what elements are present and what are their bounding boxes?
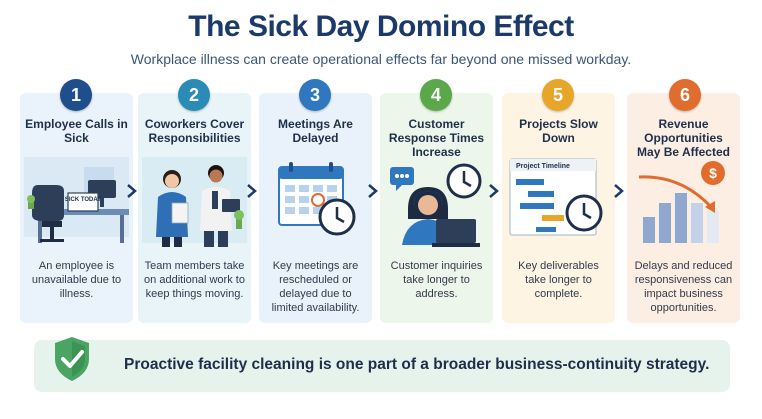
arrow-right-icon <box>127 184 137 198</box>
step-card-6: Revenue Opportunities May Be Affected $ … <box>627 93 740 323</box>
step-number-badge-5: 5 <box>542 79 574 111</box>
step-title: Meetings Are Delayed <box>278 117 353 145</box>
coworkers-illustration <box>142 157 247 247</box>
step-description: Customer inquiries take longer to addres… <box>390 260 483 300</box>
step-card-5: Projects Slow Down Project Timeline Key … <box>502 93 615 323</box>
step-number-badge-4: 4 <box>420 79 452 111</box>
step-title: Coworkers Cover Responsibilities <box>144 117 245 145</box>
declining-revenue-illustration: $ <box>638 161 725 243</box>
step-description: An employee is unavailable due to illnes… <box>31 260 122 300</box>
arrow-right-icon <box>368 184 378 198</box>
dollar-icon: $ <box>709 165 717 181</box>
project-timeline-label: Project Timeline <box>516 163 570 170</box>
continuity-banner: Proactive facility cleaning is one part … <box>34 340 730 392</box>
banner-text: Proactive facility cleaning is one part … <box>124 356 710 373</box>
page-title: The Sick Day Domino Effect <box>188 10 574 43</box>
arrow-right-icon <box>614 184 624 198</box>
step-title: Projects Slow Down <box>519 117 598 145</box>
step-description: Key deliverables take longer to complete… <box>518 260 599 300</box>
arrow-right-icon <box>489 184 499 198</box>
customer-support-illustration <box>390 163 482 247</box>
step-number-badge-3: 3 <box>299 79 331 111</box>
empty-desk-illustration: SICK TODAY <box>24 157 129 243</box>
step-number-badge-2: 2 <box>178 79 210 111</box>
step-number-badge-1: 1 <box>60 79 92 111</box>
step-description: Delays and reduced responsiveness can im… <box>634 260 733 314</box>
shield-check-icon <box>55 337 89 381</box>
step-description: Key meetings are rescheduled or delayed … <box>271 260 360 314</box>
project-timeline-illustration: Project Timeline <box>509 158 603 236</box>
sick-today-sign: SICK TODAY <box>65 197 101 203</box>
step-card-1: Employee Calls in Sick SICK TODAY An emp… <box>20 93 133 323</box>
step-card-4: Customer Response Times Increase Custome… <box>380 93 493 323</box>
step-title: Customer Response Times Increase <box>388 117 485 159</box>
step-description: Team members take on additional work to … <box>144 260 245 300</box>
calendar-clock-illustration <box>278 162 356 236</box>
step-title: Revenue Opportunities May Be Affected <box>637 117 730 159</box>
step-card-3: Meetings Are Delayed Key meetings are re… <box>259 93 372 323</box>
arrow-right-icon <box>247 184 257 198</box>
step-card-2: Coworkers Cover Responsibilities Team me… <box>138 93 251 323</box>
step-number-badge-6: 6 <box>669 79 701 111</box>
step-title: Employee Calls in Sick <box>25 117 128 145</box>
page-subtitle: Workplace illness can create operational… <box>130 51 632 67</box>
